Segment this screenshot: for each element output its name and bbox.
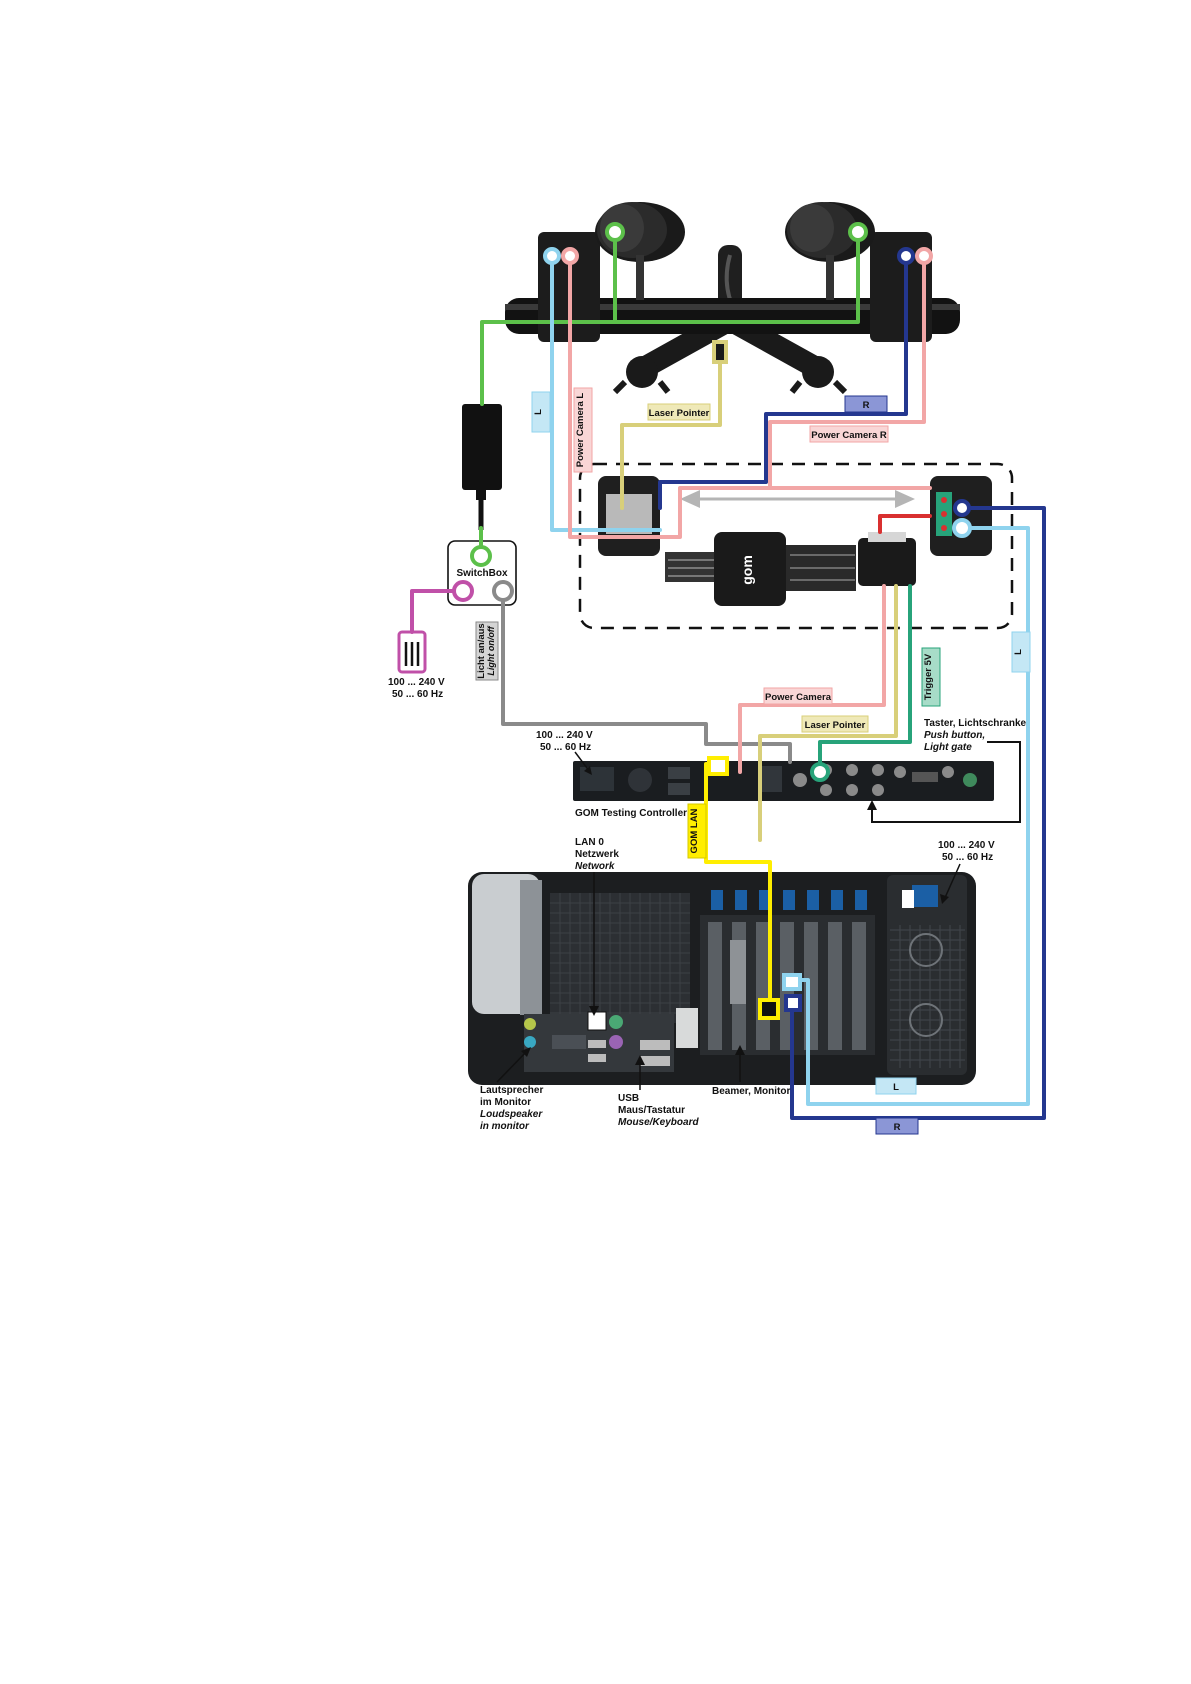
tag-l-left: L xyxy=(531,391,551,433)
pushbutton-line xyxy=(871,741,1021,823)
speaker-label-en-2: in monitor xyxy=(480,1121,530,1132)
svg-text:GOM LAN: GOM LAN xyxy=(689,808,700,853)
cable-teal-trigger xyxy=(818,584,912,772)
power-adapter-icon xyxy=(462,404,502,530)
lan-label: LAN 0 xyxy=(575,837,604,848)
mains-ctrl-voltage: 100 ... 240 V xyxy=(536,730,593,741)
tag-laser-pointer-top: Laser Pointer xyxy=(647,403,711,421)
svg-text:Laser Pointer: Laser Pointer xyxy=(805,720,866,731)
taster-label: Taster, Lichtschranke xyxy=(924,718,1027,729)
lamp-right xyxy=(785,202,875,300)
svg-text:Laser Pointer: Laser Pointer xyxy=(649,408,710,419)
tag-power-camera-mid: Power Camera xyxy=(763,687,833,705)
cable-gray xyxy=(501,589,792,764)
tag-gom-lan: GOM LAN xyxy=(687,803,707,859)
gom-hub: gom xyxy=(665,532,856,606)
cable-pink-controller xyxy=(738,584,886,774)
push-button-label: Push button, xyxy=(924,730,985,741)
mains-left-voltage: 100 ... 240 V xyxy=(388,677,445,688)
dashed-enclosure xyxy=(578,462,1014,630)
tag-r-top: R xyxy=(844,395,888,413)
tag-power-camera-l: Power Camera L xyxy=(573,387,593,473)
cable-khaki-controller xyxy=(758,584,898,842)
lamp-left xyxy=(595,202,685,300)
tag-power-camera-r: Power Camera R xyxy=(809,425,889,443)
controller-icon xyxy=(573,761,994,801)
gom-testing-controller-label: GOM Testing Controller xyxy=(575,808,687,819)
cable-dark-blue-r xyxy=(790,506,1046,1120)
svg-text:L: L xyxy=(533,409,544,415)
cable-light-blue-l xyxy=(796,526,1030,1106)
svg-text:Trigger 5V: Trigger 5V xyxy=(923,653,934,700)
cable-light-blue-left xyxy=(550,254,662,532)
svg-text:R: R xyxy=(863,400,870,411)
tag-laser-pointer-mid: Laser Pointer xyxy=(801,715,869,733)
gom-logo: gom xyxy=(739,555,755,585)
cable-pink-left xyxy=(568,254,932,539)
mouse-keyboard-en-label: Mouse/Keyboard xyxy=(618,1117,699,1128)
speaker-label-en-1: Loudspeaker xyxy=(480,1109,543,1120)
tag-l-right: L xyxy=(1011,631,1031,673)
cable-pink-right xyxy=(768,254,926,490)
speaker-label-de-2: im Monitor xyxy=(480,1097,531,1108)
camera-connection-box-left xyxy=(598,476,660,556)
cable-khaki-laser xyxy=(620,362,722,510)
usb-label: USB xyxy=(618,1093,639,1104)
mouse-keyboard-de-label: Maus/Tastatur xyxy=(618,1105,685,1116)
cable-magenta xyxy=(410,589,465,634)
switchbox-label: SwitchBox xyxy=(456,568,508,579)
mains-ctrl-frequency: 50 ... 60 Hz xyxy=(540,742,591,753)
mains-plug-icon xyxy=(397,630,427,674)
pc-tower-icon xyxy=(468,872,976,1085)
cable-dark-blue-right xyxy=(658,254,908,510)
beamer-monitor-label: Beamer, Monitor xyxy=(712,1086,790,1097)
tag-r-bottom: R xyxy=(875,1117,919,1135)
speaker-label-de-1: Lautsprecher xyxy=(480,1085,543,1096)
svg-text:Licht an/aus: Licht an/aus xyxy=(476,623,487,678)
svg-text:L: L xyxy=(1013,649,1024,655)
tag-trigger-5v: Trigger 5V xyxy=(921,647,941,707)
svg-text:Power Camera R: Power Camera R xyxy=(811,430,887,441)
svg-text:Power Camera L: Power Camera L xyxy=(575,393,586,468)
mains-pc-voltage: 100 ... 240 V xyxy=(938,840,995,851)
svg-text:L: L xyxy=(893,1082,899,1093)
mains-left-frequency: 50 ... 60 Hz xyxy=(392,689,443,700)
cable-splitter xyxy=(858,532,916,586)
tag-licht-an-aus: Licht an/aus Light on/off xyxy=(475,621,499,681)
svg-text:R: R xyxy=(894,1122,901,1133)
light-gate-label: Light gate xyxy=(924,742,972,753)
mains-pc-frequency: 50 ... 60 Hz xyxy=(942,852,993,863)
network-label: Network xyxy=(575,861,615,872)
cable-red xyxy=(878,514,932,534)
netzwerk-label: Netzwerk xyxy=(575,849,619,860)
svg-text:Power Camera: Power Camera xyxy=(765,692,832,703)
svg-text:Light on/off: Light on/off xyxy=(486,625,496,675)
tag-l-bottom: L xyxy=(875,1077,917,1095)
sensor-assembly xyxy=(505,202,960,395)
